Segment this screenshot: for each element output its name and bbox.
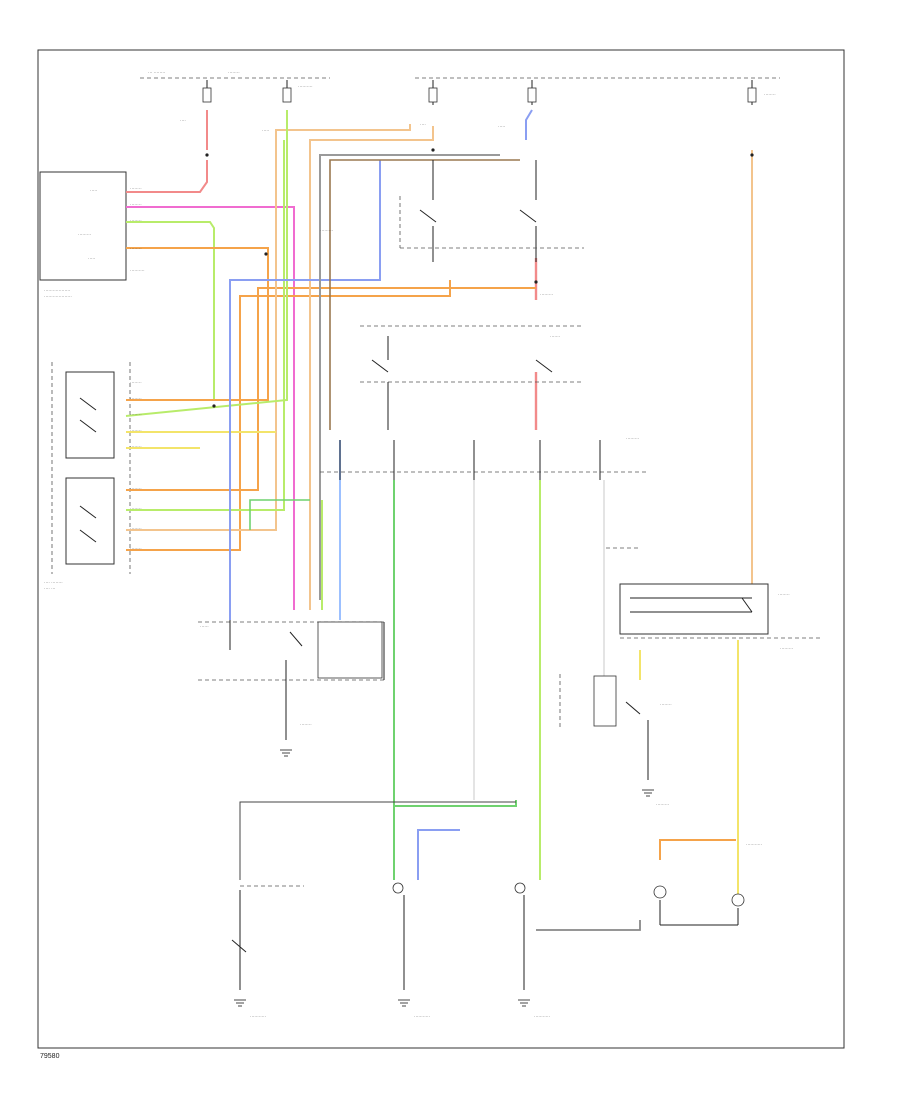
wire-orange bbox=[126, 287, 536, 491]
svg-text:········: ········ bbox=[778, 592, 790, 597]
svg-text:········: ········ bbox=[130, 396, 142, 401]
svg-text:·····: ····· bbox=[262, 128, 269, 133]
wire-green bbox=[249, 499, 310, 530]
fuse-bus-right bbox=[415, 77, 780, 105]
switch-box-lower bbox=[65, 477, 115, 565]
ground-icon bbox=[280, 749, 292, 757]
wire-pink bbox=[126, 206, 295, 610]
splice-icon bbox=[205, 148, 754, 408]
ground-icon bbox=[642, 789, 654, 797]
fuse-icon bbox=[747, 87, 757, 103]
wire-tan bbox=[309, 126, 434, 610]
module-box-upper: ····· ········· ····· ··················… bbox=[39, 171, 127, 299]
wire-magenta bbox=[126, 221, 215, 400]
svg-text:········: ········ bbox=[130, 486, 142, 491]
svg-text:·········: ········· bbox=[540, 292, 553, 297]
svg-text:···· ···: ···· ··· bbox=[44, 586, 55, 591]
svg-text:·······: ······· bbox=[550, 334, 560, 339]
wire-brown bbox=[329, 159, 520, 430]
svg-text:········: ········ bbox=[130, 428, 142, 433]
svg-text:········: ········ bbox=[764, 92, 776, 97]
svg-text:········: ········ bbox=[228, 70, 240, 75]
switch-cluster-mid bbox=[360, 325, 584, 430]
wire-orange bbox=[126, 280, 451, 551]
svg-text:···········: ··········· bbox=[414, 1014, 430, 1019]
svg-text:········: ········ bbox=[130, 246, 142, 251]
svg-text:···················: ··················· bbox=[44, 294, 72, 299]
svg-text:····: ···· bbox=[180, 118, 186, 123]
svg-text:······: ······ bbox=[200, 624, 209, 629]
wire-lightgreen bbox=[125, 110, 288, 417]
ground-icon bbox=[234, 999, 246, 1007]
svg-text:········: ········ bbox=[130, 444, 142, 449]
svg-text:··················: ·················· bbox=[44, 288, 70, 293]
ground-icon bbox=[518, 999, 530, 1007]
fuse-icon bbox=[428, 87, 438, 103]
svg-text:········: ········ bbox=[660, 702, 672, 707]
svg-text:········: ········ bbox=[130, 218, 142, 223]
bulb-icon bbox=[514, 882, 526, 894]
bulb-icon bbox=[392, 882, 404, 894]
wire-blue bbox=[229, 160, 381, 620]
svg-text:·········: ········· bbox=[320, 228, 333, 233]
svg-text:·····: ····· bbox=[90, 188, 97, 193]
svg-text:········: ········ bbox=[130, 202, 142, 207]
lamp-column-3 bbox=[514, 882, 526, 990]
lamp-column-1 bbox=[231, 890, 247, 990]
wire-tan bbox=[659, 839, 736, 860]
svg-text:··········: ·········· bbox=[298, 84, 313, 89]
fuse-icon bbox=[282, 87, 292, 103]
svg-text:········: ········ bbox=[130, 412, 142, 417]
svg-text:··· ········: ··· ········ bbox=[148, 70, 165, 75]
fuse-icon bbox=[527, 87, 537, 103]
switch-box-center bbox=[198, 620, 385, 740]
svg-text:···· ········: ···· ········ bbox=[44, 580, 63, 585]
svg-text:·········: ········· bbox=[656, 802, 669, 807]
switch-box-upper bbox=[65, 371, 115, 459]
svg-text:····: ···· bbox=[420, 122, 426, 127]
diagram-border bbox=[37, 49, 845, 1049]
wire-tan bbox=[126, 124, 411, 531]
wire-gray bbox=[319, 154, 500, 600]
callout-labels: ···· ····· ·········· ···· ····· ·······… bbox=[130, 84, 793, 1019]
svg-text:···········: ··········· bbox=[534, 1014, 550, 1019]
switch-box-small bbox=[559, 674, 649, 780]
wire-gray bbox=[536, 920, 641, 931]
svg-text:·········: ········· bbox=[780, 646, 793, 651]
switch-cluster-top bbox=[399, 160, 584, 262]
figure-id: 79580 bbox=[40, 1053, 60, 1060]
svg-text:···········: ··········· bbox=[250, 1014, 266, 1019]
wire-green bbox=[394, 800, 517, 807]
svg-text:········: ········ bbox=[300, 722, 312, 727]
module-box-right bbox=[606, 547, 820, 639]
svg-text:········: ········ bbox=[130, 506, 142, 511]
svg-text:········: ········ bbox=[130, 546, 142, 551]
svg-text:·········: ········· bbox=[626, 436, 639, 441]
lamp-column-2 bbox=[392, 882, 405, 990]
lamp-column-4 bbox=[653, 885, 745, 926]
svg-text:···········: ··········· bbox=[746, 842, 762, 847]
wire-red bbox=[126, 160, 208, 193]
wire-lightgreen bbox=[126, 140, 285, 511]
ground-icon bbox=[398, 999, 410, 1007]
svg-text:········: ········ bbox=[130, 186, 142, 191]
svg-text:········: ········ bbox=[130, 380, 142, 385]
svg-text:·····: ····· bbox=[88, 256, 95, 261]
wire-orange bbox=[126, 247, 269, 401]
connector-pins bbox=[339, 440, 601, 480]
fuse-icon bbox=[202, 87, 212, 103]
svg-text:··········: ·········· bbox=[130, 268, 145, 273]
svg-text:········: ········ bbox=[130, 526, 142, 531]
wire-blue bbox=[525, 109, 533, 140]
bulb-icon bbox=[653, 885, 667, 899]
svg-text:·········: ········· bbox=[78, 232, 91, 237]
wire-blue bbox=[417, 829, 460, 880]
svg-text:·····: ····· bbox=[498, 124, 505, 129]
bulb-icon bbox=[731, 893, 745, 907]
fuse-bus-left: ··· ········ ········ bbox=[140, 70, 330, 103]
wire-black-bus bbox=[239, 801, 516, 880]
